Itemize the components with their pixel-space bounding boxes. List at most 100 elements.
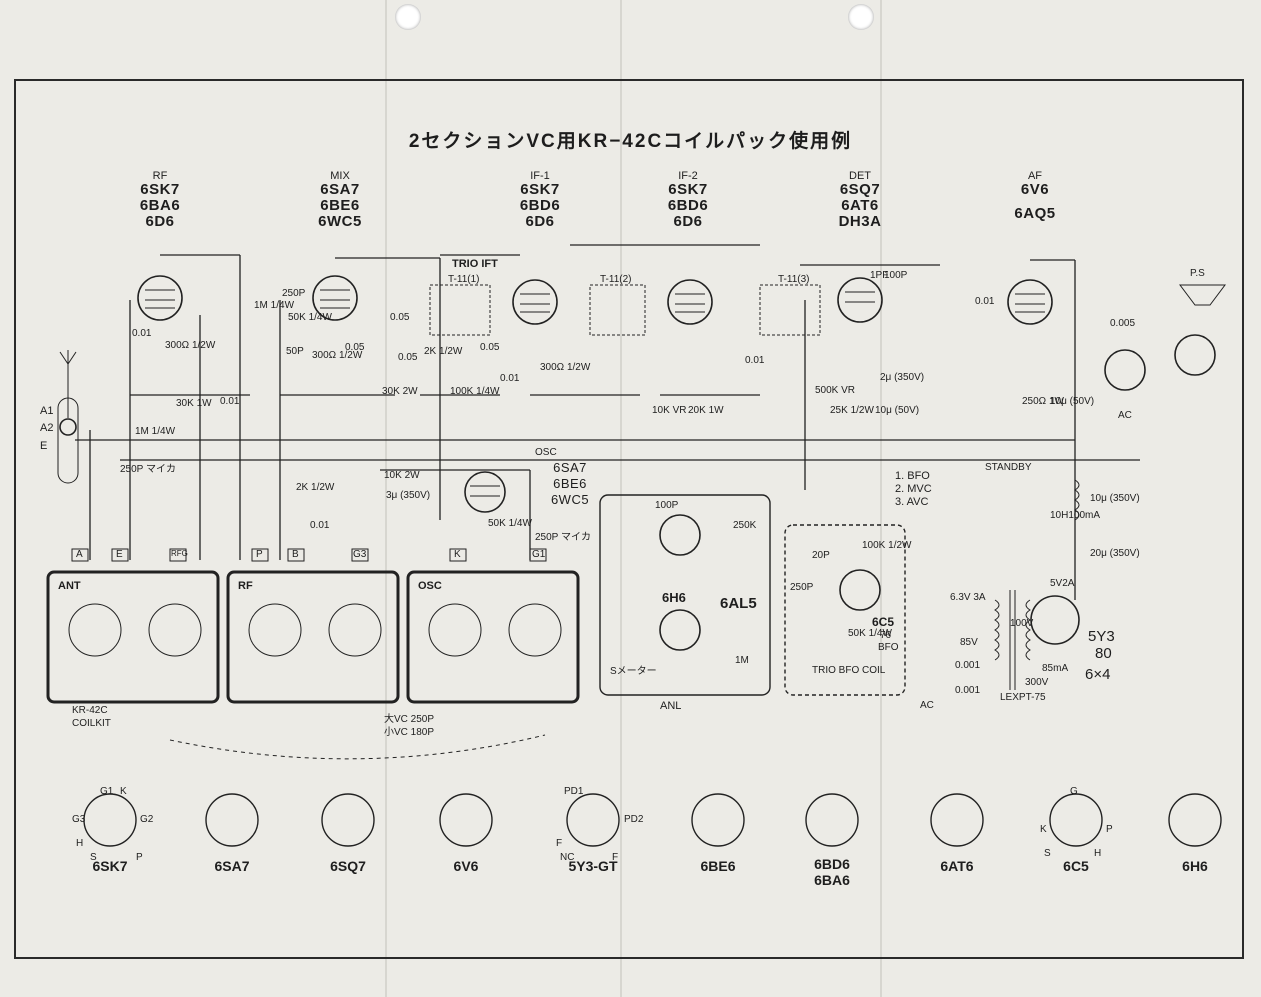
tube-rf xyxy=(137,275,183,321)
terminal-a: A xyxy=(76,549,83,560)
part-label: 300Ω 1/2W xyxy=(312,350,363,361)
pin-label: K xyxy=(1040,824,1047,835)
pinout-6at6: 6AT6 xyxy=(940,858,974,874)
tube-name: 6SK7 xyxy=(140,181,180,198)
coilkit-model: KR-42C xyxy=(72,705,108,716)
transformer-label: LEXPT-75 xyxy=(1000,692,1046,703)
anl-tube-6al5: 6AL5 xyxy=(720,595,757,612)
tube-name: 6BE6 xyxy=(320,197,360,214)
stage-label: IF-2 xyxy=(678,170,698,182)
terminal-e: E xyxy=(116,549,123,560)
rect-tube-alt: 80 xyxy=(1095,645,1112,662)
pin-label: P xyxy=(1106,824,1113,835)
part-label: 300Ω 1/2W xyxy=(165,340,216,351)
terminal-g3: G3 xyxy=(353,549,367,560)
part-label: 10μ (350V) xyxy=(1090,493,1140,504)
bfo-tube-alt: 76 xyxy=(880,630,892,641)
coilkit-label: COILKIT xyxy=(72,718,111,729)
tube-name: 6AT6 xyxy=(841,197,879,214)
terminal-b: B xyxy=(292,549,299,560)
antenna-a1: A1 xyxy=(40,405,54,417)
pinout-6h6: 6H6 xyxy=(1182,858,1208,874)
pinout-6bd6: 6BD6 xyxy=(814,856,850,872)
paper-fold xyxy=(880,0,882,997)
stage-rf: RF 6SK7 6BA6 6D6 xyxy=(120,170,200,230)
pinout-6sq7: 6SQ7 xyxy=(330,858,366,874)
pin-label: P xyxy=(136,852,143,863)
part-label: 10K 2W xyxy=(384,470,420,481)
part-label: 50P xyxy=(286,346,304,357)
rect-tube-name: 5Y3 xyxy=(1088,628,1115,645)
coil-box-rf xyxy=(226,570,400,704)
part-label: 20K 1W xyxy=(688,405,724,416)
tube-name: 6D6 xyxy=(525,213,555,230)
part-label: 0.01 xyxy=(745,355,765,366)
tube-mix xyxy=(312,275,358,321)
pin-label: S xyxy=(90,852,97,863)
vc-small-label: 小VC 180P xyxy=(384,727,435,738)
part-label: 0.05 xyxy=(398,352,418,363)
pin-label: G1 xyxy=(100,786,114,797)
tube-name: 6BA6 xyxy=(139,197,181,214)
part-label: 50K 1/4W xyxy=(288,312,332,323)
tube-name: 6SA7 xyxy=(320,181,360,198)
antenna-terminal-icon xyxy=(59,418,77,436)
stage-if2: IF-2 6SK7 6BD6 6D6 xyxy=(648,170,728,230)
tube-det xyxy=(837,277,883,323)
switch-avc: 3. AVC xyxy=(895,496,929,508)
pin-label: PD1 xyxy=(564,786,584,797)
stage-mix: MIX 6SA7 6BE6 6WC5 xyxy=(300,170,380,230)
part-label: 250P xyxy=(282,288,306,299)
pinout-6be6: 6BE6 xyxy=(700,858,736,874)
switch-mvc: 2. MVC xyxy=(895,483,932,495)
antenna-e: E xyxy=(40,440,48,452)
pin-label: G3 xyxy=(72,814,86,825)
tube-name: 6BD6 xyxy=(519,197,561,214)
tap-85v: 85V xyxy=(960,637,978,648)
part-label: 0.01 xyxy=(132,328,152,339)
coil-box-rf-label: RF xyxy=(238,580,253,592)
part-label: 250P マイカ xyxy=(120,464,176,475)
terminal-rfg: RFG xyxy=(171,549,188,558)
tube-name: 6D6 xyxy=(673,213,703,230)
stage-af: AF 6V6 6AQ5 xyxy=(995,170,1075,222)
part-label: 250K xyxy=(733,520,757,531)
bfo-coil-label: TRIO BFO COIL xyxy=(812,665,886,676)
diagram-frame xyxy=(14,79,1244,959)
pin-label: S xyxy=(1044,848,1051,859)
part-label: 1M 1/4W xyxy=(254,300,295,311)
ift-2-label: T-11(2) xyxy=(600,274,632,285)
tube-name: 6SK7 xyxy=(520,181,560,198)
terminal-p: P xyxy=(256,549,263,560)
coil-box-osc-label: OSC xyxy=(418,580,442,592)
secondary-300v: 300V xyxy=(1025,677,1049,688)
anl-label: ANL xyxy=(660,700,682,712)
stage-label: AF xyxy=(1027,170,1043,182)
part-label: 250Ω 1W xyxy=(1022,396,1064,407)
part-label: 100K 1/4W xyxy=(450,386,500,397)
pinout-5y3gt: 5Y3-GT xyxy=(568,858,618,874)
speaker-label: P.S xyxy=(1190,268,1205,279)
tube-name: 6SK7 xyxy=(668,181,708,198)
part-label: 0.05 xyxy=(390,312,410,323)
speaker-icon xyxy=(1174,334,1216,376)
part-label: 0.01 xyxy=(500,373,520,384)
pin-label: F xyxy=(612,852,619,863)
coil-box-ant xyxy=(46,570,220,704)
part-label: 10K VR xyxy=(652,405,687,416)
part-label: 100K 1/2W xyxy=(862,540,912,551)
part-label: 100P xyxy=(884,270,908,281)
pin-label: PD2 xyxy=(624,814,644,825)
part-label: 50K 1/4W xyxy=(848,628,892,639)
pin-label: F xyxy=(556,838,563,849)
terminal-g1: G1 xyxy=(532,549,546,560)
heater-label: 6.3V 3A xyxy=(950,592,986,603)
s-meter-label: Sメーター xyxy=(610,666,657,677)
tube-anl-2 xyxy=(659,609,701,651)
bfo-tube-name: 6C5 xyxy=(872,615,895,629)
part-label: 50K 1/4W xyxy=(488,518,532,529)
vc-large-label: 大VC 250P xyxy=(384,714,435,725)
tube-name: 6D6 xyxy=(145,213,175,230)
tube-osc xyxy=(464,471,506,513)
part-label: 0.01 xyxy=(220,396,240,407)
